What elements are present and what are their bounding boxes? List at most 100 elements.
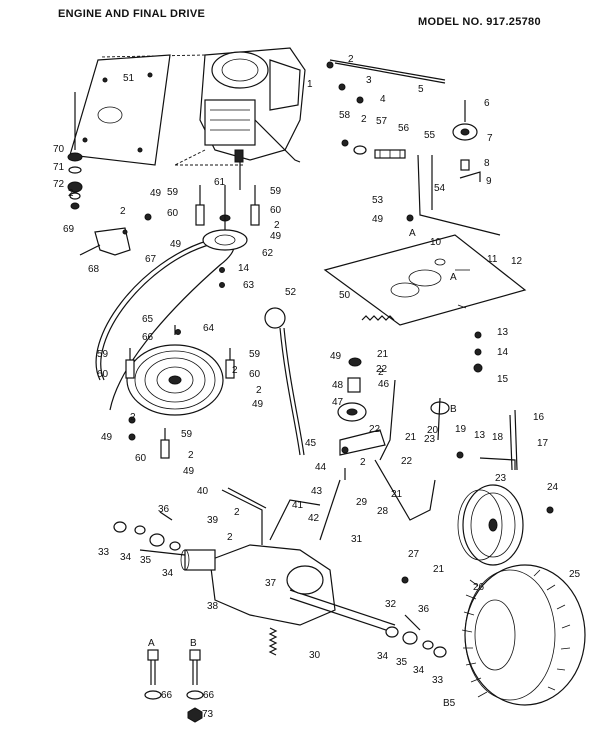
callout-18: 18	[492, 432, 504, 443]
callout-A-3: A	[148, 638, 155, 649]
rod-28	[374, 459, 436, 521]
callout-21-4: 21	[433, 564, 445, 575]
callout-41: 41	[292, 500, 304, 511]
callout-2-6: 2	[232, 365, 238, 376]
callout-13-2: 13	[474, 430, 486, 441]
callout-11: 11	[487, 254, 498, 265]
callout-52: 52	[285, 287, 297, 298]
callout-54: 54	[434, 183, 446, 194]
callout-57: 57	[376, 116, 388, 127]
callout-59-4: 59	[249, 349, 261, 360]
callout-29: 29	[356, 497, 368, 508]
callout-70: 70	[53, 144, 65, 155]
callout-2-10: 2	[378, 367, 384, 378]
callout-34-2: 34	[162, 568, 174, 579]
callout-19: 19	[455, 424, 467, 435]
right-axle-hardware	[385, 614, 447, 658]
callout-59-3: 59	[97, 349, 109, 360]
callout-3: 3	[366, 75, 372, 86]
callout-22-2: 22	[369, 424, 381, 435]
callout-33: 33	[98, 547, 110, 558]
callout-49-4: 49	[270, 231, 282, 242]
callout-65: 65	[142, 314, 154, 325]
callout-36-2: 36	[418, 604, 430, 615]
callout-24: 24	[547, 482, 559, 493]
callout-14: 14	[497, 347, 509, 358]
idler-pulley-7	[452, 100, 481, 182]
callout-46: 46	[378, 379, 390, 390]
callout-A-2: A	[450, 272, 457, 283]
callout-21-3: 21	[391, 489, 403, 500]
callout-58: 58	[339, 110, 351, 121]
callout-16: 16	[533, 412, 545, 423]
callout-2-11: 2	[234, 507, 240, 518]
transmission-pulley	[126, 325, 224, 416]
spacers-lower	[125, 348, 235, 459]
callout-49-8: 49	[372, 214, 384, 225]
callout-30: 30	[309, 650, 321, 661]
callout-48: 48	[332, 380, 344, 391]
callout-60-4: 60	[249, 369, 261, 380]
callout-39: 39	[207, 515, 219, 526]
callout-45: 45	[305, 438, 317, 449]
callout-34: 34	[120, 552, 132, 563]
callout-40: 40	[197, 486, 209, 497]
spring-30	[268, 627, 278, 656]
callout-49-3: 49	[170, 239, 182, 250]
callout-59: 59	[167, 187, 179, 198]
callout-27: 27	[408, 549, 420, 560]
callout-56: 56	[398, 123, 410, 134]
callout-66-3: 66	[203, 690, 215, 701]
callout-21: 21	[377, 349, 389, 360]
callout-7: 7	[487, 133, 493, 144]
callout-49-2: 49	[150, 188, 162, 199]
callout-2: 2	[348, 54, 354, 65]
brake-parts	[337, 357, 396, 461]
bracket-68	[79, 227, 131, 256]
callout-67: 67	[145, 254, 157, 265]
callout-20: 20	[427, 425, 439, 436]
callout-4: 4	[380, 94, 386, 105]
callout-42: 42	[308, 513, 320, 524]
callout-17: 17	[537, 438, 549, 449]
left-axle-hardware	[113, 511, 181, 551]
callout-73: 73	[202, 709, 214, 720]
transaxle	[139, 499, 396, 634]
callout-2-13: 2	[360, 457, 366, 468]
callout-23: 23	[424, 434, 436, 445]
callout-26: 26	[473, 582, 485, 593]
callout-23-2: 23	[495, 473, 507, 484]
callout-33-2: 33	[432, 675, 444, 686]
callout-37: 37	[265, 578, 277, 589]
callout-2-8: 2	[130, 412, 136, 423]
engine-pulley	[202, 185, 248, 251]
callout-47: 47	[332, 397, 344, 408]
callout-12: 12	[511, 256, 523, 267]
callout-71: 71	[53, 162, 65, 173]
callout-66-2: 66	[161, 690, 173, 701]
page-mark: B5	[443, 698, 456, 709]
callout-2-3: 2	[120, 206, 126, 217]
callout-38: 38	[207, 601, 219, 612]
frame-plate	[323, 234, 527, 326]
callout-14-2: 14	[238, 263, 250, 274]
callout-2-5: 2	[274, 220, 280, 231]
bolt-a	[144, 649, 162, 700]
engine-assembly	[199, 47, 306, 190]
callout-49-6: 49	[101, 432, 113, 443]
callout-63: 63	[243, 280, 255, 291]
callout-59-2: 59	[270, 186, 282, 197]
callout-50: 50	[339, 290, 351, 301]
callout-49: 49	[330, 351, 342, 362]
callout-43: 43	[311, 486, 323, 497]
callout-32: 32	[385, 599, 397, 610]
callout-15: 15	[497, 374, 509, 385]
rod-43	[319, 479, 341, 541]
callout-49-5: 49	[252, 399, 264, 410]
callout-59-5: 59	[181, 429, 193, 440]
callout-28: 28	[377, 506, 389, 517]
engine-mount-plate	[69, 54, 171, 166]
callout-61: 61	[214, 177, 226, 188]
